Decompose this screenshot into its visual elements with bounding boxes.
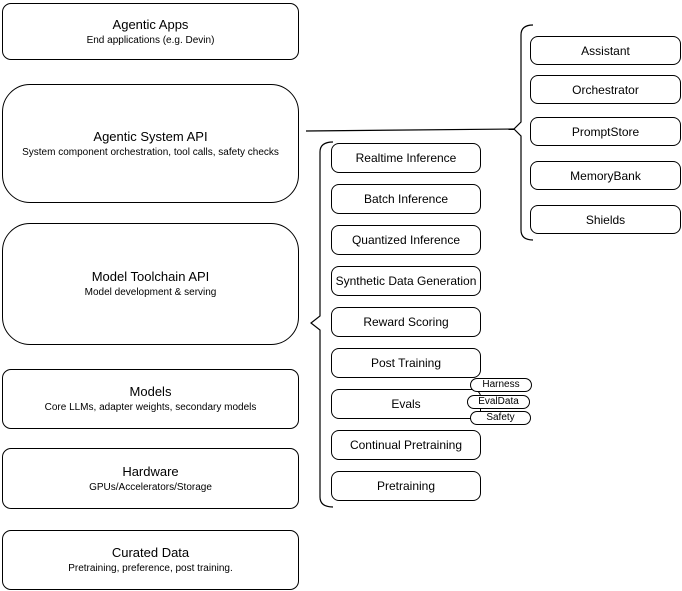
node-agentic-system-api: Agentic System API System component orch… (2, 84, 299, 203)
node-quantized-inference: Quantized Inference (331, 225, 481, 255)
tag-label: Safety (486, 412, 515, 423)
node-label: Continual Pretraining (349, 438, 463, 452)
node-hardware: Hardware GPUs/Accelerators/Storage (2, 448, 299, 509)
node-agentic-apps: Agentic Apps End applications (e.g. Devi… (2, 3, 299, 60)
node-label: Realtime Inference (355, 151, 457, 165)
node-subtitle: Core LLMs, adapter weights, secondary mo… (44, 402, 257, 413)
node-pretraining: Pretraining (331, 471, 481, 501)
tag-label: Harness (482, 379, 520, 390)
node-label: PromptStore (571, 124, 640, 139)
node-label: Pretraining (376, 479, 436, 493)
node-memorybank: MemoryBank (530, 161, 681, 190)
node-label: Assistant (581, 43, 630, 58)
tag-harness: Harness (470, 378, 532, 392)
node-label: Batch Inference (363, 192, 449, 206)
tag-evaldata: EvalData (467, 395, 530, 409)
node-reward-scoring: Reward Scoring (331, 307, 481, 337)
node-title: Hardware (122, 463, 179, 479)
node-batch-inference: Batch Inference (331, 184, 481, 214)
system-group-bracket (513, 24, 534, 241)
node-label: Evals (391, 397, 421, 411)
node-curated-data: Curated Data Pretraining, preference, po… (2, 530, 299, 590)
node-shields: Shields (530, 205, 681, 234)
node-label: Synthetic Data Generation (335, 274, 477, 288)
connector-line-system-api (305, 128, 515, 132)
node-subtitle: Pretraining, preference, post training. (68, 563, 233, 574)
node-title: Models (129, 384, 172, 399)
node-label: Shields (585, 212, 626, 227)
node-subtitle: GPUs/Accelerators/Storage (89, 481, 212, 493)
node-synthetic-data-generation: Synthetic Data Generation (331, 266, 481, 296)
tag-safety: Safety (470, 411, 531, 425)
node-title: Agentic Apps (112, 16, 189, 32)
node-subtitle: System component orchestration, tool cal… (22, 146, 279, 158)
node-label: Post Training (370, 356, 442, 370)
node-post-training: Post Training (331, 348, 481, 378)
node-continual-pretraining: Continual Pretraining (331, 430, 481, 460)
tag-label: EvalData (478, 396, 519, 407)
node-label: MemoryBank (570, 168, 641, 183)
node-model-toolchain-api: Model Toolchain API Model development & … (2, 223, 299, 345)
node-assistant: Assistant (530, 36, 681, 65)
node-orchestrator: Orchestrator (530, 75, 681, 104)
node-subtitle: End applications (e.g. Devin) (86, 34, 215, 46)
toolchain-group-bracket (310, 141, 334, 508)
node-title: Agentic System API (93, 128, 208, 144)
node-realtime-inference: Realtime Inference (331, 143, 481, 173)
node-promptstore: PromptStore (530, 117, 681, 146)
node-title: Model Toolchain API (91, 269, 210, 284)
node-models: Models Core LLMs, adapter weights, secon… (2, 369, 299, 429)
node-subtitle: Model development & serving (84, 287, 217, 298)
node-evals: Evals (331, 389, 481, 419)
node-title: Curated Data (111, 545, 190, 560)
node-label: Reward Scoring (363, 315, 449, 329)
node-label: Orchestrator (572, 82, 639, 97)
node-label: Quantized Inference (351, 233, 461, 247)
